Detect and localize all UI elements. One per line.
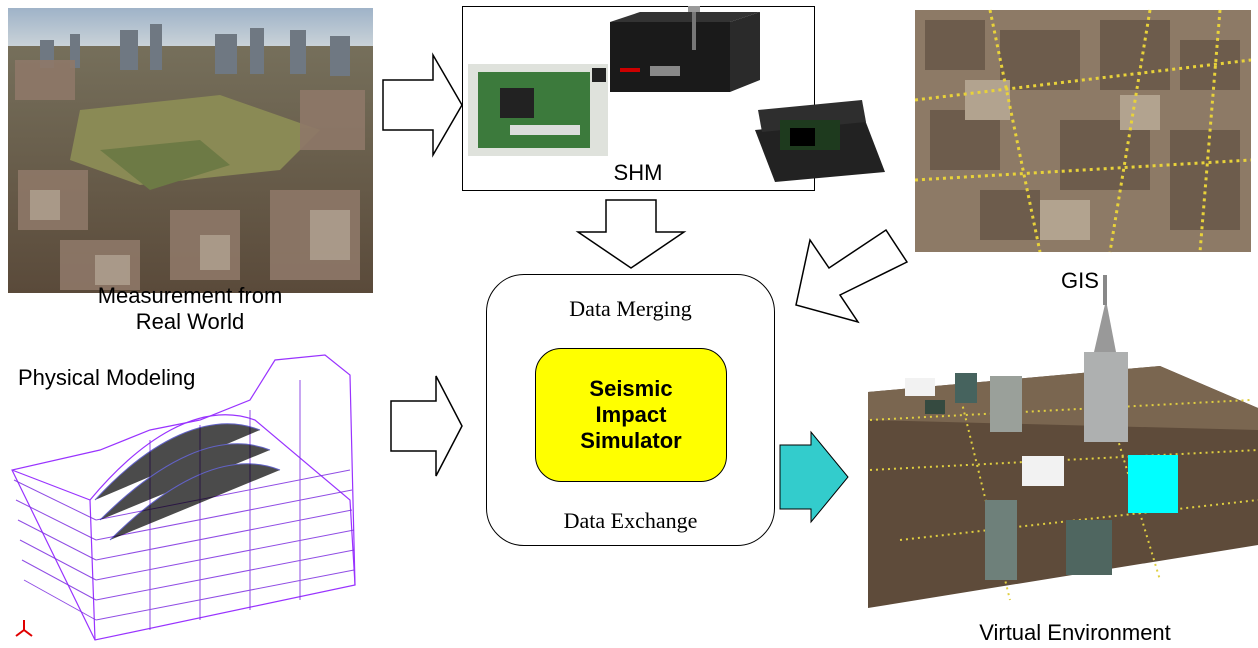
axis-triad-icon — [15, 620, 33, 637]
physical-modeling-label: Physical Modeling — [18, 365, 196, 390]
arrow-photo-to-shm — [382, 52, 463, 158]
arrow-simulator-to-virtual — [779, 430, 849, 524]
gis-label: GIS — [1061, 268, 1099, 293]
data-exchange-label: Data Exchange — [563, 508, 698, 533]
arrow-shm-to-simulator — [575, 199, 687, 269]
simulator-title-line1: Seismic — [589, 376, 673, 401]
measurement-label-line1: Measurement from — [97, 283, 283, 308]
virtual-environment-label: Virtual Environment — [979, 620, 1171, 645]
simulator-box: Seismic Impact Simulator — [535, 348, 727, 482]
arrow-model-to-simulator — [390, 375, 463, 477]
data-merging-label: Data Merging — [569, 296, 692, 321]
shm-label: SHM — [613, 160, 663, 185]
simulator-title-line2: Impact — [595, 402, 667, 427]
measurement-label-line2: Real World — [135, 309, 245, 334]
simulator-title-line3: Simulator — [580, 428, 682, 453]
arrow-gis-to-simulator — [795, 228, 909, 324]
